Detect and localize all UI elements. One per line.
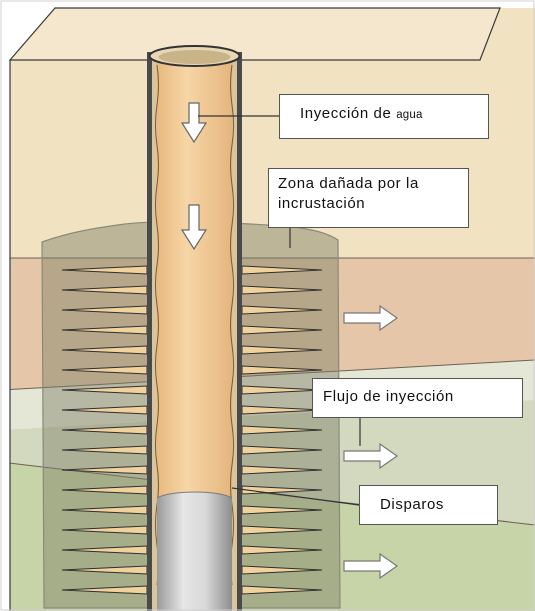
- label-damaged-zone: Zona dañada por la incrustación: [268, 168, 469, 228]
- label-water-injection-small: agua: [396, 109, 422, 121]
- label-damaged-zone-line1: Zona dañada por la: [278, 174, 468, 194]
- label-damaged-zone-line2: incrustación: [278, 194, 468, 214]
- label-perforations-text: Disparos: [380, 496, 444, 513]
- block-top-face: [10, 8, 500, 60]
- label-perforations: Disparos: [359, 485, 498, 525]
- label-injection-flow: Flujo de inyección: [312, 378, 523, 418]
- label-water-injection-main: Inyección de: [300, 105, 396, 122]
- label-water-injection: Inyección de agua: [279, 94, 489, 139]
- label-injection-flow-text: Flujo de inyección: [323, 388, 454, 405]
- cement-plug: [157, 492, 232, 611]
